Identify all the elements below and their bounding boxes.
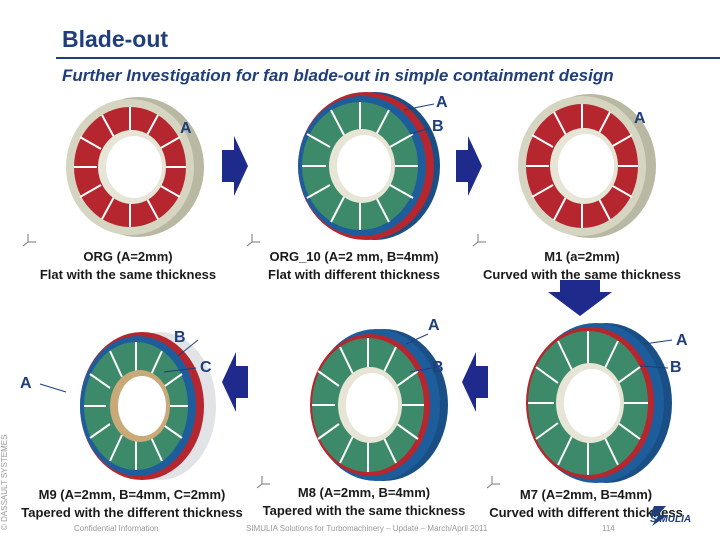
fan-model-m9-image (80, 332, 216, 480)
caption-m8-name: M8 (A=2mm, B=4mm) (297, 485, 431, 500)
part-label-c: C (200, 359, 212, 376)
caption-m1-desc: Curved with the same thickness (483, 267, 681, 282)
footer-confidential: Confidential Information (74, 524, 159, 533)
part-label-b: B (174, 329, 186, 346)
caption-m9: M9 (A=2mm, B=4mm, C=2mm) Tapered with th… (12, 486, 252, 522)
caption-m8: M8 (A=2mm, B=4mm) Tapered with the same … (254, 484, 474, 520)
part-label-a: A (428, 317, 440, 334)
caption-m8-desc: Tapered with the same thickness (262, 503, 466, 518)
caption-org10: ORG_10 (A=2 mm, B=4mm) Flat with differe… (254, 248, 454, 284)
caption-org-name: ORG (A=2mm) (83, 249, 173, 264)
footer-page-number: 114 (602, 524, 615, 533)
page-title: Blade-out (62, 26, 169, 52)
caption-m9-name: M9 (A=2mm, B=4mm, C=2mm) (38, 487, 226, 502)
caption-org-desc: Flat with the same thickness (39, 267, 217, 282)
fan-model-m8-image (310, 329, 448, 481)
caption-m1: M1 (a=2mm) Curved with the same thicknes… (474, 248, 690, 284)
axis-triad-icon (246, 234, 260, 247)
part-label-b: B (432, 118, 444, 135)
caption-org10-name: ORG_10 (A=2 mm, B=4mm) (269, 249, 439, 264)
title-underline (56, 57, 720, 59)
page-subtitle: Further Investigation for fan blade-out … (62, 66, 614, 85)
fan-model-org-image (66, 97, 204, 237)
arrow-right-icon (456, 136, 482, 196)
arrow-down-icon (548, 280, 612, 316)
axis-triad-icon (22, 234, 36, 247)
fan-model-org10-image (298, 92, 440, 240)
simulia-logo-text: SIMULIA (650, 514, 692, 525)
footer-center-text: SIMULIA Solutions for Turbomachinery – U… (246, 524, 488, 533)
part-label-b: B (670, 359, 682, 376)
caption-m9-desc: Tapered with the different thickness (21, 505, 243, 520)
arrow-left-icon (462, 352, 488, 412)
caption-m7: M7 (A=2mm, B=4mm) Curved with different … (480, 486, 692, 522)
copyright-watermark: © DASSAULT SYSTEMES (0, 434, 9, 530)
axis-triad-icon (486, 476, 500, 489)
arrow-right-icon (222, 136, 248, 196)
caption-m1-name: M1 (a=2mm) (544, 249, 620, 264)
part-label-a: A (436, 94, 448, 111)
caption-m7-desc: Curved with different thickness (489, 505, 683, 520)
arrow-left-icon (222, 352, 248, 412)
simulia-logo: SIMULIA (644, 502, 714, 528)
part-label-a: A (20, 375, 32, 392)
part-label-a: A (676, 332, 688, 349)
caption-m7-name: M7 (A=2mm, B=4mm) (519, 487, 653, 502)
axis-triad-icon (256, 476, 270, 489)
caption-org: ORG (A=2mm) Flat with the same thickness (28, 248, 228, 284)
part-label-a: A (180, 120, 192, 137)
caption-org10-desc: Flat with different thickness (268, 267, 440, 282)
part-label-b: B (432, 359, 444, 376)
fan-model-m7-image (526, 323, 672, 483)
axis-triad-icon (472, 234, 486, 247)
simulia-logo-mark (650, 506, 668, 526)
fan-model-m1-image (518, 94, 656, 238)
part-label-a: A (634, 110, 646, 127)
